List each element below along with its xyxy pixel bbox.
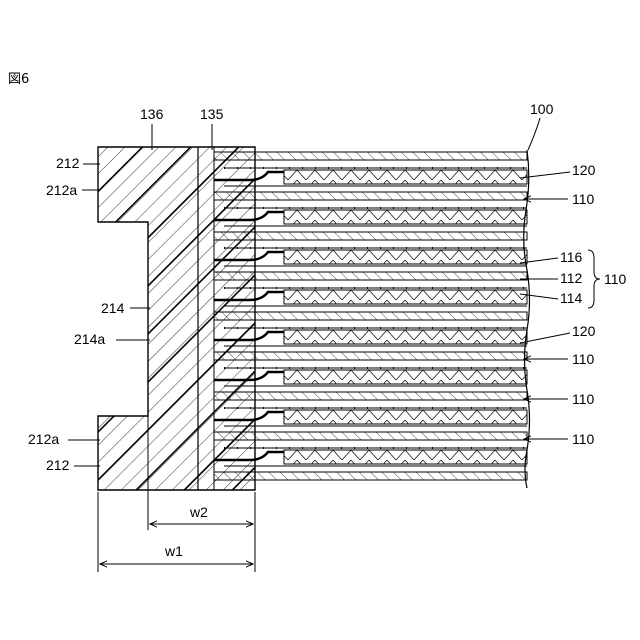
active-layer <box>284 370 527 384</box>
label-110-group: 110 <box>604 271 627 287</box>
figure-label: 図6 <box>8 72 29 87</box>
active-layer <box>284 210 527 224</box>
active-layer <box>284 450 527 464</box>
label-110-b: 110 <box>572 351 595 367</box>
foil-plate <box>214 272 527 280</box>
label-214: 214 <box>101 300 125 316</box>
label-100: 100 <box>530 101 554 117</box>
label-212a-top: 212a <box>46 182 77 198</box>
label-112: 112 <box>560 270 583 286</box>
label-114: 114 <box>560 290 583 306</box>
foil-plate <box>214 312 527 320</box>
active-layer <box>284 290 527 304</box>
foil-plate <box>214 192 527 200</box>
dimension-w2: w2 <box>189 504 208 520</box>
label-136: 136 <box>140 106 164 122</box>
label-120-mid: 120 <box>572 323 596 339</box>
active-layer <box>284 170 527 184</box>
label-110-c: 110 <box>572 391 595 407</box>
active-layer <box>284 410 527 424</box>
label-212a-bottom: 212a <box>28 431 59 447</box>
electrode-stack <box>214 152 527 480</box>
label-110-a: 110 <box>572 191 595 207</box>
active-layer <box>284 330 527 344</box>
label-212-top: 212 <box>56 155 80 171</box>
label-110-d: 110 <box>572 431 595 447</box>
foil-plate <box>214 472 527 480</box>
foil-plate <box>214 392 527 400</box>
label-214a: 214a <box>74 331 105 347</box>
foil-plate <box>214 152 527 160</box>
label-120-top: 120 <box>572 162 596 178</box>
brace-icon <box>588 250 600 308</box>
foil-plate <box>214 352 527 360</box>
foil-plate <box>214 232 527 240</box>
foil-plate <box>214 432 527 440</box>
dimension-w1: w1 <box>164 543 183 559</box>
active-layer <box>284 250 527 264</box>
label-212-bottom: 212 <box>46 457 70 473</box>
label-116: 116 <box>560 249 583 265</box>
label-135: 135 <box>200 106 224 122</box>
